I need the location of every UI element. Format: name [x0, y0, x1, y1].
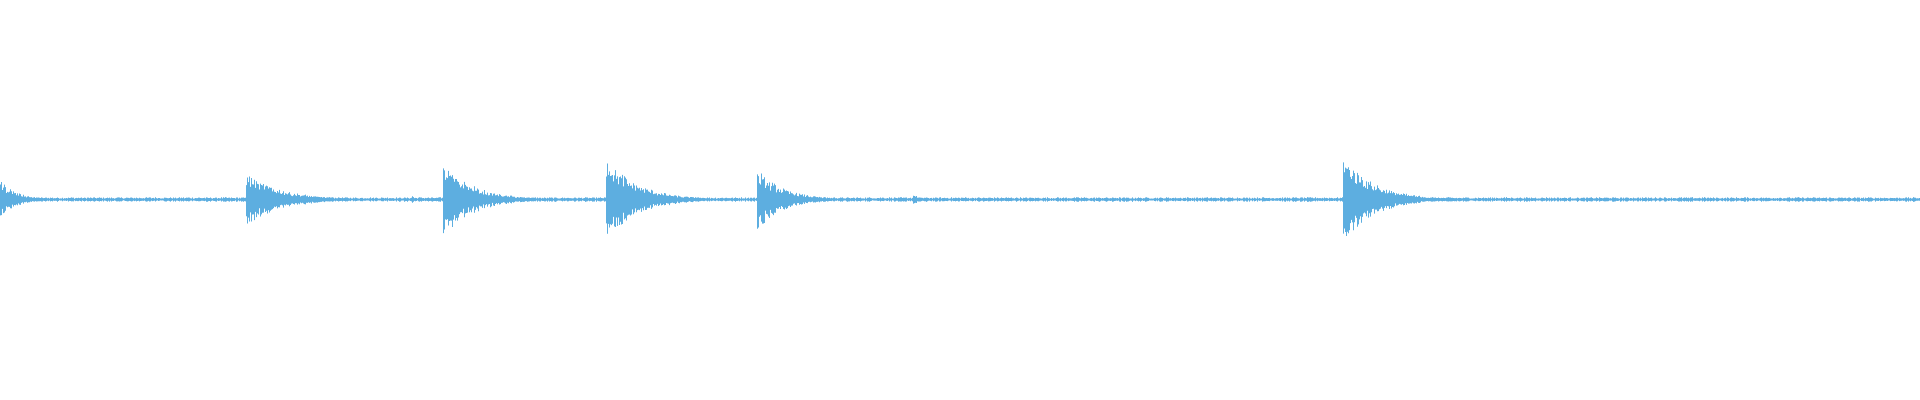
audio-waveform[interactable] — [0, 0, 1920, 400]
audio-waveform-panel[interactable] — [0, 0, 1920, 400]
